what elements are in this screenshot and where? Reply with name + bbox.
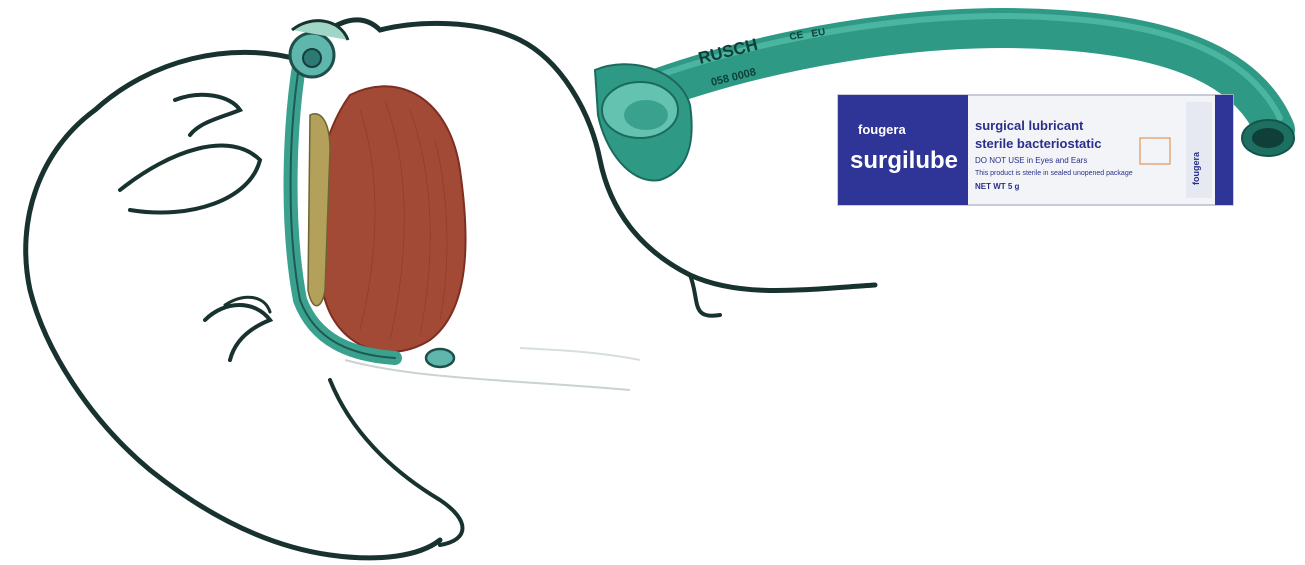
airway-flange-top: [290, 21, 348, 77]
packet-maker: fougera: [858, 122, 906, 137]
airway-distal-tip: [426, 349, 454, 367]
packet-title-line2: sterile bacteriostatic: [975, 136, 1101, 151]
packet-weight: NET WT 5 g: [975, 182, 1020, 191]
packet-title-line1: surgical lubricant: [975, 118, 1084, 133]
packet-side-brand: fougera: [1191, 151, 1201, 185]
packet-note: This product is sterile in sealed unopen…: [975, 170, 1133, 177]
tongue-shape: [316, 86, 466, 352]
packet-warning: DO NOT USE in Eyes and Ears: [975, 156, 1087, 165]
lubricant-packet: fougera surgilube surgical lubricant ste…: [838, 95, 1233, 205]
packet-brand: surgilube: [850, 147, 958, 174]
